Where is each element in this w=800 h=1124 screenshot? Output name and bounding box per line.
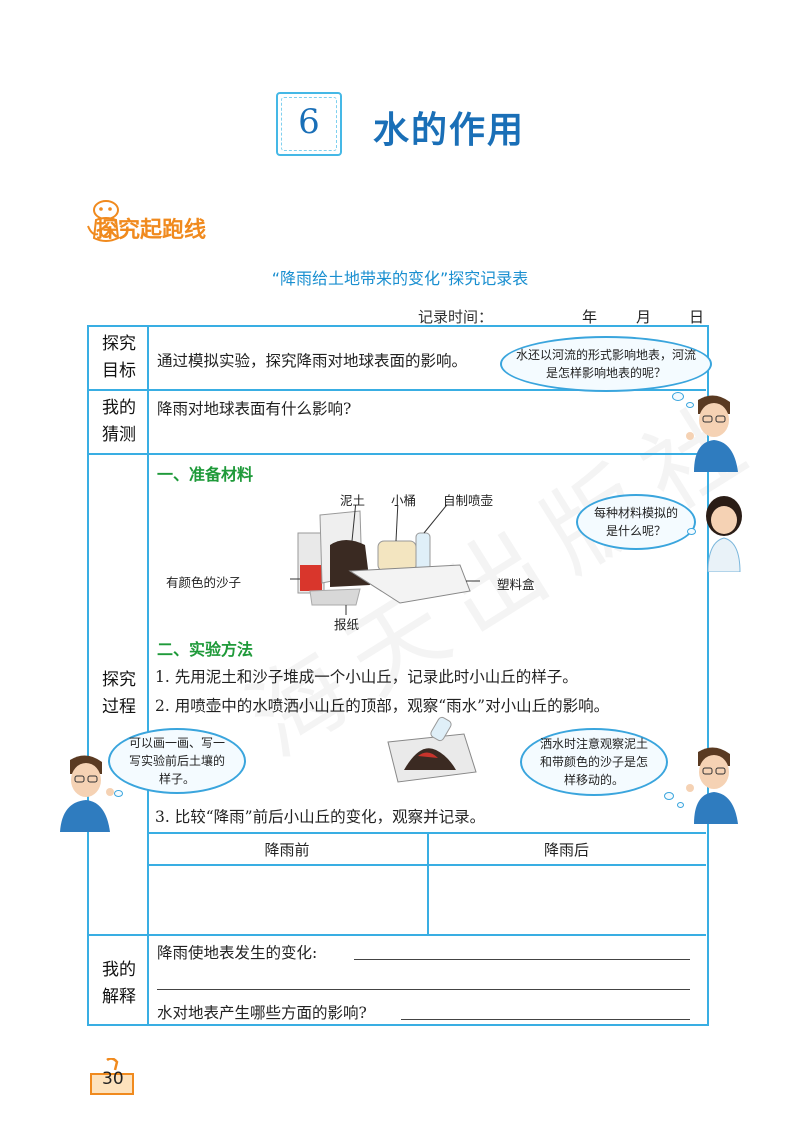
explain-q2-line[interactable] xyxy=(401,1019,690,1020)
step-1: 1. 先用泥土和沙子堆成一个小山丘，记录此时小山丘的样子。 xyxy=(155,668,578,686)
explain-q1-line[interactable] xyxy=(354,959,690,960)
girl-icon xyxy=(706,496,742,572)
after-rain-cell[interactable] xyxy=(429,866,704,932)
page-number-tag-icon xyxy=(90,1058,134,1095)
record-table: 探究目标 我的猜测 探究过程 我的解释 通过模拟实验，探究降雨对地球表面的影响。… xyxy=(87,325,709,1026)
label-box: 塑料盒 xyxy=(497,577,535,592)
lesson-number: 6 xyxy=(298,102,320,142)
label-soil: 泥土 xyxy=(340,493,366,508)
label-sand: 有颜色的沙子 xyxy=(166,575,242,590)
after-rain-header: 降雨后 xyxy=(543,841,589,859)
boy-right-icon xyxy=(686,747,738,824)
materials-illustration xyxy=(290,505,480,615)
bubble-draw: 可以画一画、写一写实验前后土壤的样子。 xyxy=(108,728,246,794)
step-2: 2. 用喷壶中的水喷洒小山丘的顶部，观察“雨水”对小山丘的影响。 xyxy=(155,697,610,715)
explain-header: 我的解释 xyxy=(102,960,136,1007)
label-newspaper: 报纸 xyxy=(334,617,360,632)
explain-line-2[interactable] xyxy=(157,989,690,990)
materials-title: 一、准备材料 xyxy=(157,465,254,484)
bubble-materials: 每种材料模拟的是什么呢？ xyxy=(576,494,696,550)
method-title: 二、实验方法 xyxy=(157,640,254,659)
label-bucket: 小桶 xyxy=(391,493,417,508)
table-title: “降雨给土地带来的变化”探究记录表 xyxy=(271,269,529,288)
bubble-river: 水还以河流的形式影响地表，河流是怎样影响地表的呢？ xyxy=(500,336,712,392)
record-month: 月 xyxy=(636,308,652,326)
guess-text: 降雨对地球表面有什么影响? xyxy=(157,400,352,418)
process-header: 探究过程 xyxy=(102,670,136,717)
bubble-observe: 洒水时注意观察泥土和带颜色的沙子是怎样移动的。 xyxy=(520,728,668,796)
goal-text: 通过模拟实验，探究降雨对地球表面的影响。 xyxy=(157,352,468,370)
label-sprayer: 自制喷壶 xyxy=(443,493,494,508)
before-rain-header: 降雨前 xyxy=(264,841,310,859)
explain-q2: 水对地表产生哪些方面的影响? xyxy=(157,1004,367,1022)
record-year: 年 xyxy=(582,308,598,326)
goal-header: 探究目标 xyxy=(102,334,136,381)
page-number: 30 xyxy=(102,1069,124,1089)
step-3: 3. 比较“降雨”前后小山丘的变化，观察并记录。 xyxy=(155,808,486,826)
experiment-illustration xyxy=(387,716,477,783)
before-rain-cell[interactable] xyxy=(149,866,425,932)
boy-left-icon xyxy=(60,755,114,832)
guess-header: 我的猜测 xyxy=(102,398,136,445)
section-header: 探究起跑线 xyxy=(96,218,207,243)
record-time-label: 记录时间： xyxy=(418,308,494,326)
lesson-number-frame: 6 xyxy=(276,92,342,156)
explain-q1: 降雨使地表发生的变化: xyxy=(157,944,318,962)
record-day: 日 xyxy=(689,308,705,326)
lesson-title: 水的作用 xyxy=(373,110,526,151)
teacher-boy-icon xyxy=(686,395,738,472)
mascot-icon xyxy=(87,200,120,242)
